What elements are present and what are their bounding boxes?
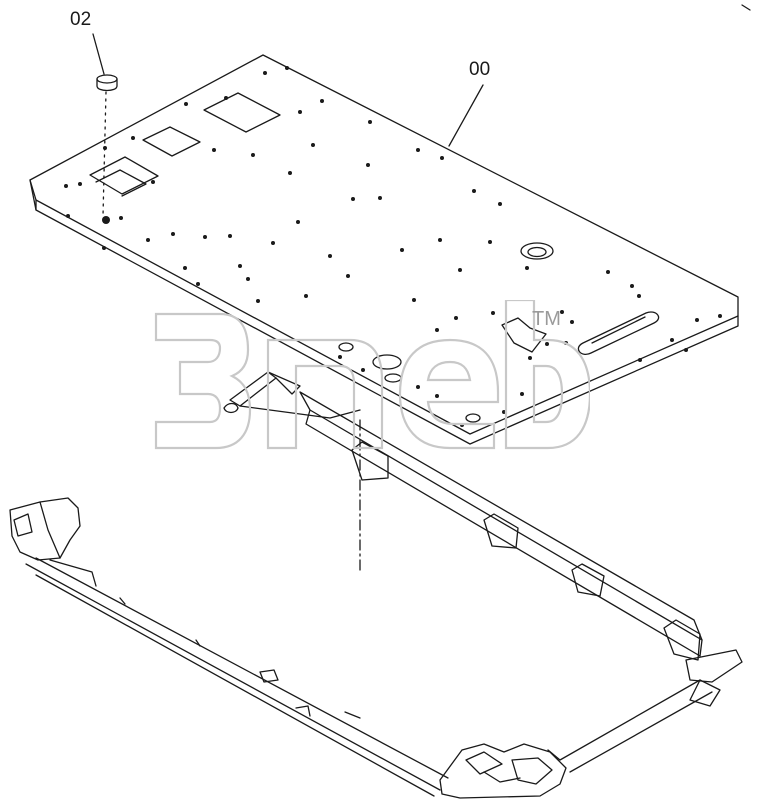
base-frame <box>9 391 743 799</box>
plate-holes <box>64 66 722 427</box>
floor-plate <box>29 54 739 445</box>
callout-00: 00 <box>469 59 491 80</box>
corner-mark <box>741 4 751 11</box>
watermark-logo <box>154 300 590 450</box>
callout-02: 02 <box>70 9 92 30</box>
trademark-mark: TM <box>532 308 561 330</box>
plug-part <box>92 33 118 217</box>
leader-line-00 <box>448 84 484 147</box>
